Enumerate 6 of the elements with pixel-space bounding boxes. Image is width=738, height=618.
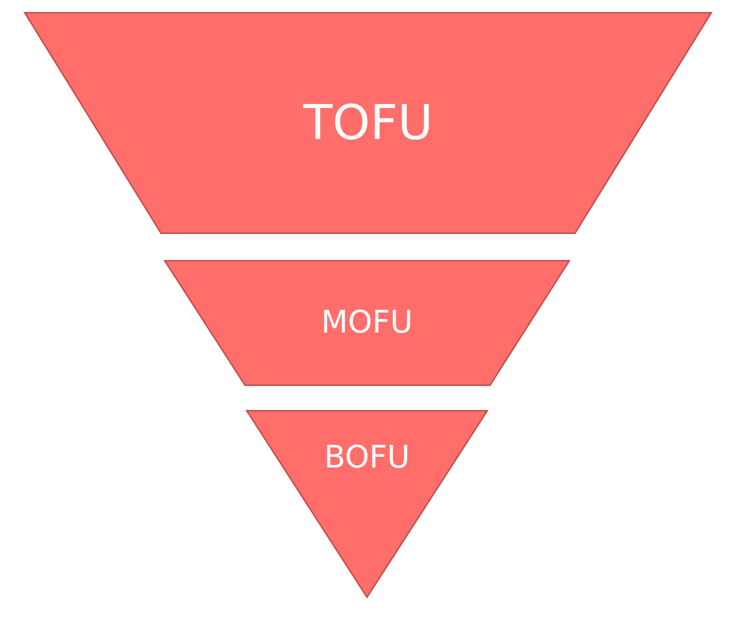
funnel-segment <box>246 410 488 598</box>
funnel-segment <box>164 260 570 386</box>
funnel-segment <box>24 12 712 234</box>
stage-label: MOFU <box>321 308 413 338</box>
stage-label: BOFU <box>324 442 410 474</box>
stage-label: TOFU <box>303 99 433 147</box>
